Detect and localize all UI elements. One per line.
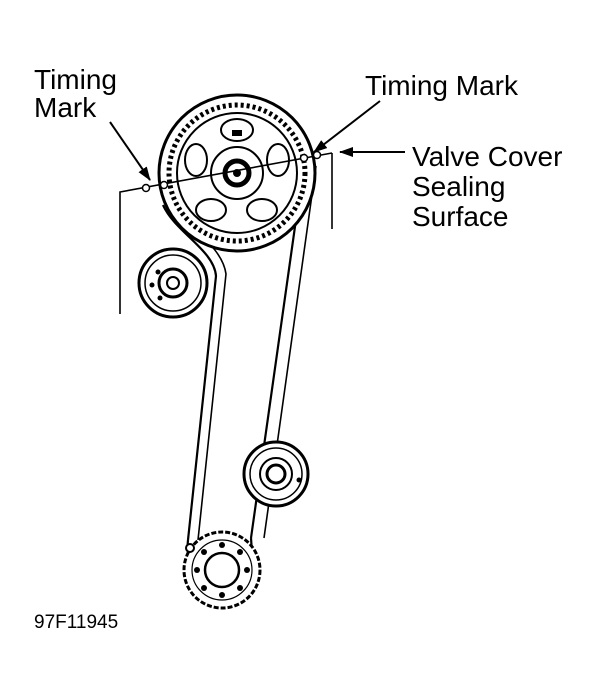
valve-cover-line3: Surface [412, 200, 509, 232]
valve-cover-label: Valve Cover Sealing Surface [412, 142, 562, 232]
crankshaft-sprocket [182, 530, 262, 610]
timing-mark-dot-left [141, 183, 151, 193]
timing-mark-left-line2: Mark [34, 92, 97, 123]
valve-cover-line1: Valve Cover [412, 141, 563, 172]
leader-lines [109, 100, 405, 181]
timing-reference-line [119, 150, 333, 314]
left-idler-pulley [137, 247, 209, 319]
camshaft-sprocket [157, 93, 317, 253]
timing-mark-left-label: Timing Mark [34, 66, 117, 122]
timing-mark-left-line1: Timing [34, 64, 117, 95]
timing-mark-dot-left-2 [159, 180, 169, 190]
valve-cover-line2: Sealing [412, 170, 506, 202]
figure-code: 97F11945 [34, 612, 119, 633]
timing-mark-dot-right [299, 153, 309, 163]
timing-mark-right-label: Timing Mark [365, 70, 518, 101]
tensioner-pulley [242, 440, 310, 508]
